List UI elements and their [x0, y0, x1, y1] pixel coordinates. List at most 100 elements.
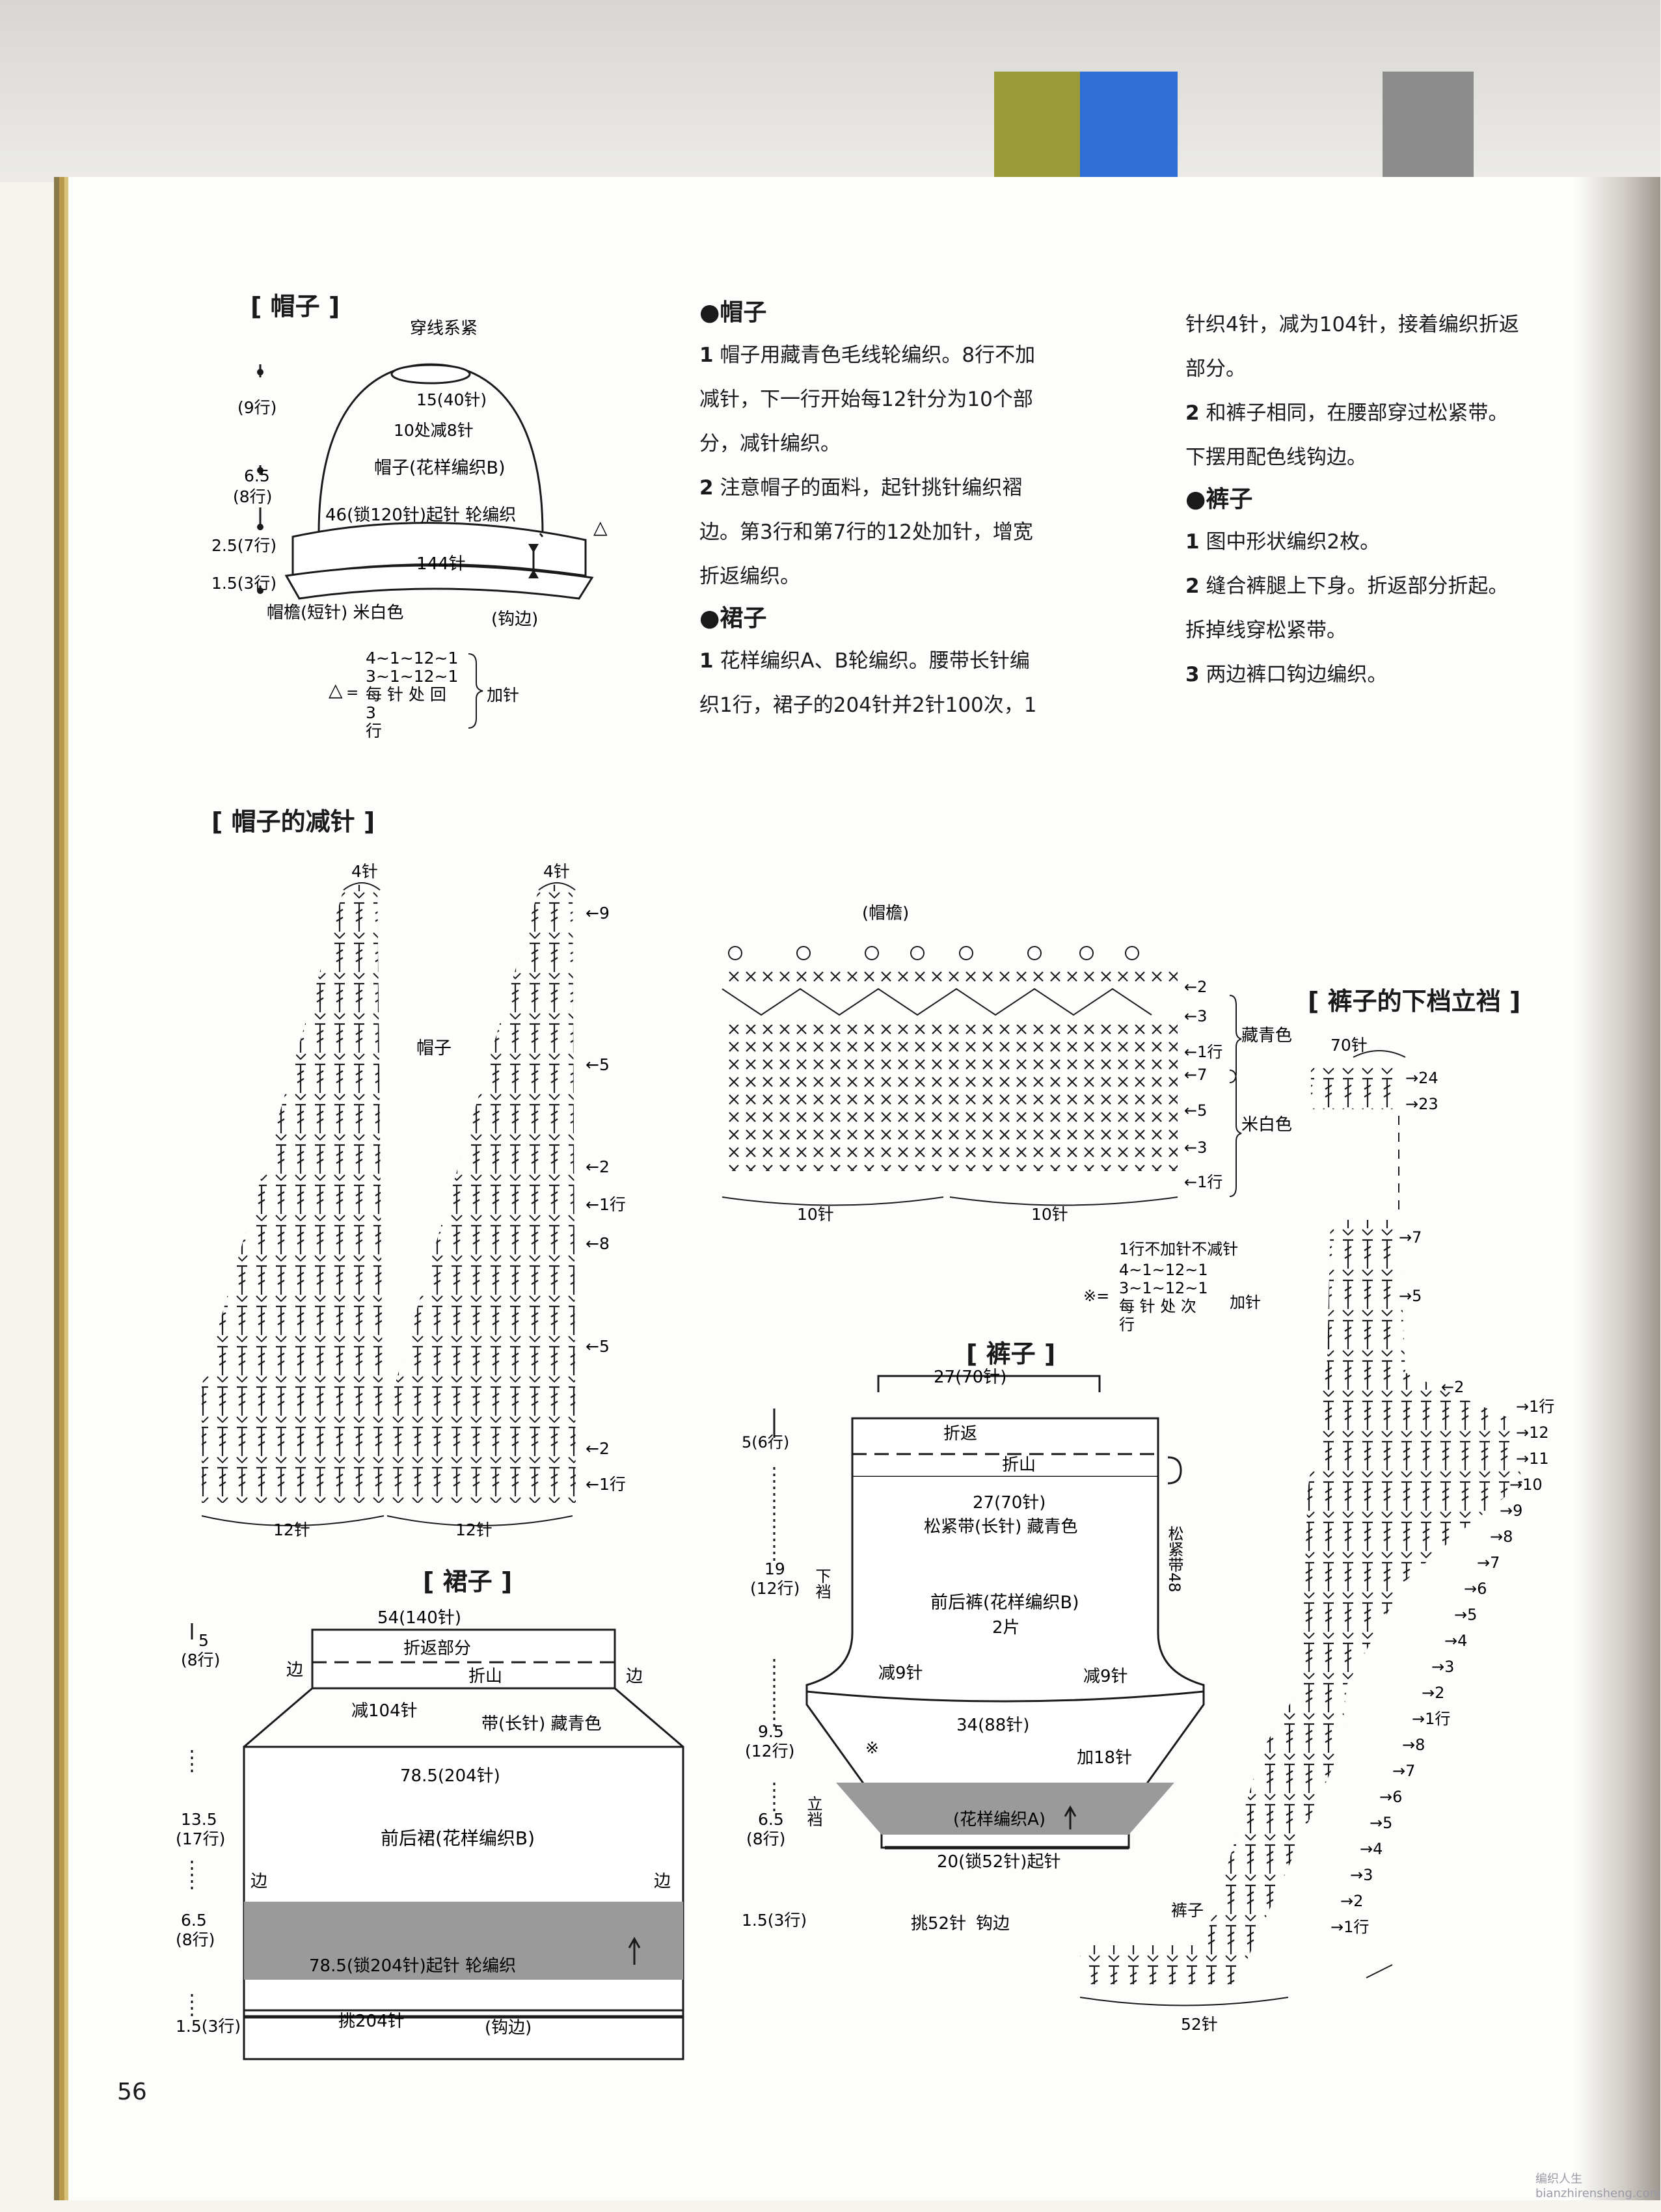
- step-number: 1: [1185, 530, 1200, 554]
- brim-note-top: 1行不加针不减针: [1119, 1240, 1238, 1258]
- pants-h15: 1.5(3行): [742, 1911, 807, 1930]
- brim-row: ←1行: [1184, 1173, 1222, 1191]
- pants-crotch: 下裆: [813, 1568, 831, 1599]
- hat-dec-row: ←1行: [586, 1195, 626, 1214]
- crotch-row-label: →5: [1454, 1606, 1477, 1624]
- skirt-edge-l: 边: [286, 1660, 303, 1680]
- skirt-schematic: 54(140针) 折返部分 折山 边 边 减104针 带(长针) 藏青色 78.…: [176, 1608, 684, 2060]
- skirt-1-line: 织1行，裙子的204针并2针100次，1: [699, 694, 1037, 717]
- pants-body: 前后裤(花样编织B): [930, 1593, 1079, 1613]
- pants-fold: 折山: [1002, 1455, 1036, 1475]
- hat-2-line: 折返编织。: [699, 565, 800, 588]
- crotch-b52: 52针: [1181, 2015, 1218, 2034]
- crotch-r24: →24: [1405, 1069, 1438, 1087]
- skirt-start: 78.5(锁204针)起针 轮编织: [309, 1956, 516, 1976]
- brim-note-line: 每 针 处 次: [1119, 1297, 1196, 1315]
- brim-b10b: 10针: [1031, 1205, 1068, 1224]
- brim-note-line: 3~1~12~1: [1119, 1279, 1208, 1297]
- skirt-hem: (钩边): [485, 2018, 532, 2038]
- brim-title: (帽檐): [862, 904, 909, 923]
- brim-note-line: 行: [1119, 1315, 1135, 1334]
- skirt-1-line: 花样编织A、B轮编织。腰带长针编: [720, 649, 1030, 673]
- hat-dec-b12b: 12针: [455, 1520, 493, 1539]
- hat-dec-4a: 4针: [351, 862, 378, 881]
- hat-dec-row: ←5: [586, 1337, 610, 1356]
- skirt-r17: (17行): [176, 1829, 225, 1848]
- crotch-row-label: →2: [1340, 1892, 1363, 1910]
- skirt-h65: 6.5: [181, 1911, 207, 1930]
- hat-dec-row: ←1行: [586, 1475, 626, 1494]
- pants-top: 27(70针): [934, 1368, 1006, 1387]
- brim-row: ←7: [1184, 1066, 1207, 1084]
- skirt-step-1: 1 花样编织A、B轮编织。腰带长针编织1行，裙子的204针并2针100次，1: [699, 639, 1129, 727]
- crotch-row-label: →6: [1464, 1580, 1487, 1598]
- bookmark-tab-olive: [994, 72, 1080, 182]
- pants-2-line: 缝合裤腿上下身。折返部分折起。: [1206, 574, 1509, 598]
- step-number: 2: [1185, 401, 1200, 425]
- skirt-pattern-a-band: [244, 1902, 683, 1980]
- pants-mark: ※: [865, 1738, 879, 1757]
- brim-note-add: 加针: [1230, 1293, 1261, 1312]
- crotch-row-label: →2: [1422, 1684, 1444, 1702]
- skirt-edge-l2: 边: [250, 1872, 267, 1891]
- hat-top-note: 穿线系紧: [410, 319, 478, 338]
- hat-start46: 46(锁120针)起针 轮编织: [325, 506, 516, 525]
- skirt-r8b: (8行): [176, 1930, 215, 1949]
- pants-pattern-a-band: [836, 1783, 1174, 1835]
- crotch-row-label: →9: [1500, 1502, 1522, 1520]
- pants-step-2: 2 缝合裤腿上下身。折返部分折起。拆掉线穿松紧带。: [1185, 564, 1602, 653]
- hat-c15: 15(40针): [416, 390, 487, 409]
- watermark: 编织人生 bianzhirensheng.com: [1535, 2172, 1661, 2200]
- skirt-dec104: 减104针: [351, 1701, 418, 1721]
- hat-note-add: 加针: [487, 686, 519, 705]
- crotch-row-label: →5: [1370, 1814, 1392, 1832]
- pants-band-label: 松紧带(长针) 藏青色: [924, 1517, 1078, 1537]
- pants-crotch-title: [ 裤子的下档立裆 ]: [1308, 987, 1521, 1016]
- hat-decrease-title: [ 帽子的减针 ]: [211, 807, 375, 836]
- crotch-top-rows: [1311, 1067, 1396, 1109]
- hat-edge: (钩边): [491, 610, 538, 629]
- triangle-mark: △: [593, 517, 608, 538]
- hat-dec-4b: 4针: [543, 862, 570, 881]
- hat-dec-row: ←2: [586, 1439, 610, 1458]
- pants-mid: 27(70针): [973, 1493, 1046, 1513]
- crotch-row-label: →1行: [1330, 1918, 1369, 1936]
- crotch-leg-panel: [1080, 1220, 1522, 1984]
- brim-row: ←5: [1184, 1101, 1207, 1120]
- brim-stitch-grid: [722, 1025, 1178, 1171]
- crotch-row-label: →8: [1402, 1736, 1425, 1754]
- pants-h19: 19: [764, 1559, 785, 1578]
- hat-h65: 6.5: [244, 466, 270, 485]
- skirt-cont-line: 部分。: [1185, 357, 1246, 381]
- pants-dec9l: 减9针: [878, 1664, 923, 1683]
- hat-decrease-right-panel: [387, 885, 576, 1503]
- crotch-row-label: →10: [1509, 1476, 1543, 1494]
- hat-2-line: 边。第3行和第7行的12处加针，增宽: [699, 520, 1033, 544]
- hat-dec-label: 帽子: [416, 1038, 452, 1059]
- pants-h65: 6.5: [758, 1810, 784, 1829]
- hat-note-mark: △: [329, 679, 343, 701]
- hat-note-line: 行: [366, 722, 382, 740]
- hat-note-line: 3~1~12~1: [366, 667, 458, 686]
- skirt-band-label: 带(长针) 藏青色: [481, 1714, 602, 1734]
- hat-h15: 1.5(3行): [211, 574, 277, 593]
- skirt-h15: 1.5(3行): [176, 2017, 241, 2036]
- crotch-row-label: →7: [1399, 1228, 1422, 1247]
- crotch-row-label: →5: [1399, 1287, 1422, 1305]
- brim-row: ←3: [1184, 1007, 1207, 1025]
- hat-dec-b12a: 12针: [273, 1520, 310, 1539]
- crotch-top: 70针: [1330, 1036, 1368, 1055]
- pants-heading: ●裤子: [1185, 486, 1253, 513]
- hat-title: [ 帽子 ]: [250, 292, 340, 321]
- crotch-row-label: →1行: [1516, 1397, 1554, 1416]
- skirt-fold: 折山: [468, 1667, 502, 1686]
- hat-step-2: 2 注意帽子的面料，起针挑针编织褶边。第3行和第7行的12处加针，增宽折返编织。: [699, 466, 1129, 599]
- hat-c144: 144针: [416, 554, 466, 574]
- hat-2-line: 注意帽子的面料，起针挑针编织褶: [720, 476, 1023, 500]
- skirt-top: 54(140针): [377, 1608, 461, 1628]
- pants-band: [851, 1417, 1159, 1478]
- skirt-title: [ 裙子 ]: [423, 1567, 513, 1596]
- instructions-column-2: 针织4针，减为104针，接着编织折返部分。 2 和裤子相同，在腰部穿过松紧带。下…: [1185, 303, 1602, 697]
- brim-top-row: [722, 966, 1178, 982]
- skirt-w785: 78.5(204针): [400, 1766, 500, 1786]
